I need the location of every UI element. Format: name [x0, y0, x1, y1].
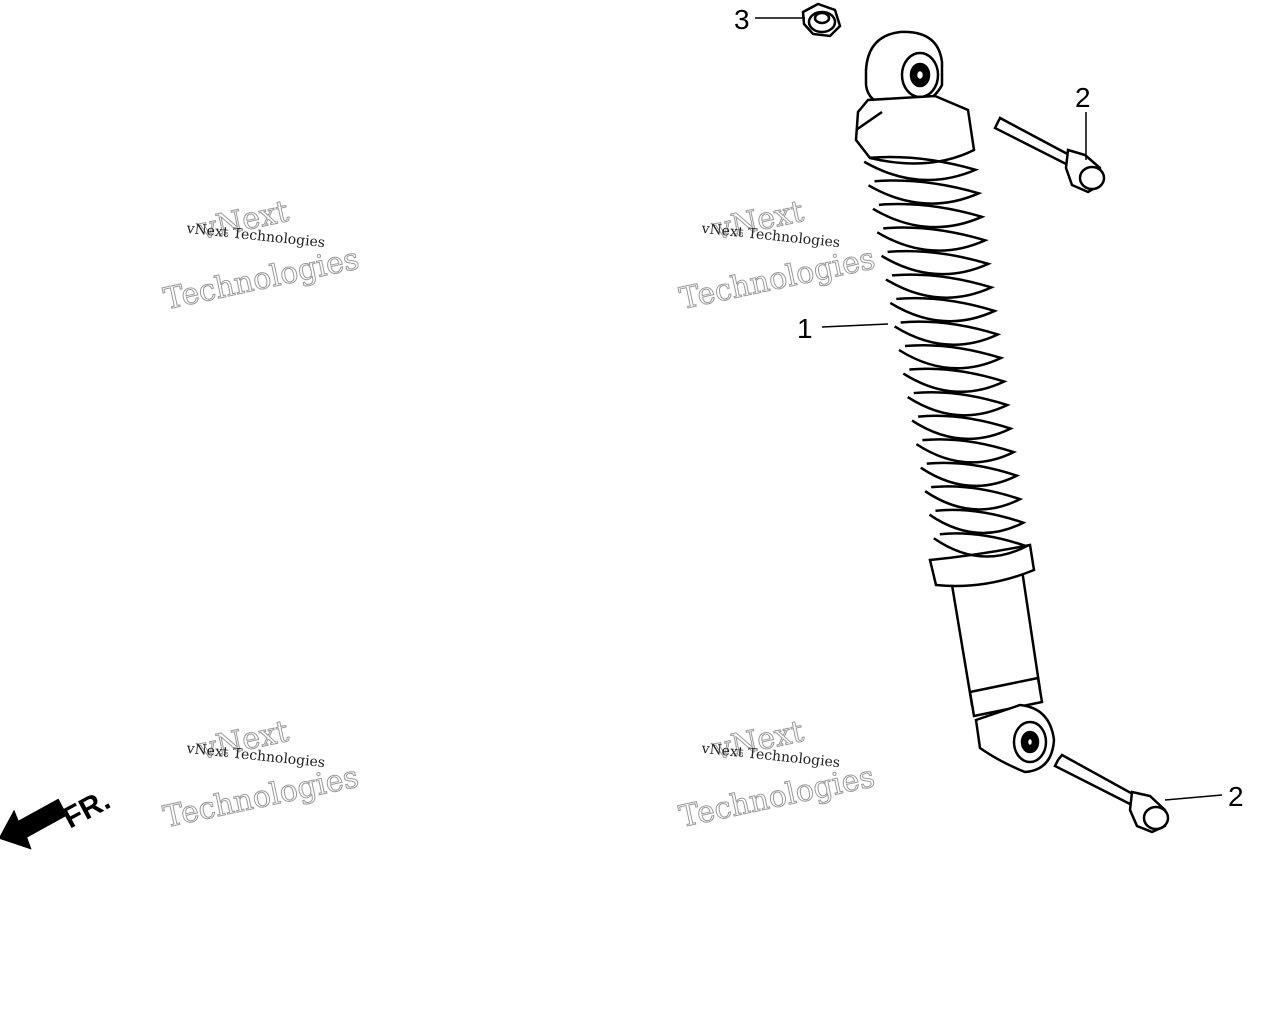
spring-coil	[915, 438, 1018, 464]
spring-coil	[902, 367, 1008, 394]
lower-spring-seat	[928, 543, 1036, 588]
front-direction-arrow-icon: FR.	[0, 783, 116, 850]
leader-lines	[755, 17, 1223, 801]
watermark-big-1b: Technologies	[161, 242, 362, 318]
upper-mount-eye	[864, 30, 944, 110]
bolt-lower	[1053, 753, 1170, 834]
spring-coil	[907, 391, 1011, 417]
watermark-big-4b: Technologies	[676, 759, 877, 835]
watermark-4: vNext vNext Technologies Technologies	[676, 714, 878, 836]
coil-spring	[863, 155, 1030, 558]
spring-coil	[933, 532, 1030, 558]
callout-2-lower: 2	[1228, 781, 1244, 812]
watermark-big-3b: Technologies	[160, 760, 361, 836]
spring-coil	[898, 343, 1005, 370]
watermark-1: vNext vNext Technologies Technologies	[160, 194, 362, 318]
callout-2-upper: 2	[1075, 82, 1091, 113]
spring-coil	[893, 320, 1002, 346]
bolt-upper	[993, 116, 1106, 194]
spring-coil	[924, 485, 1024, 511]
lower-mount-eye	[974, 703, 1056, 774]
spring-coil	[920, 461, 1021, 488]
nut	[801, 2, 842, 38]
spring-coil	[867, 179, 983, 205]
spring-coil	[863, 155, 980, 182]
callout-1: 1	[797, 313, 813, 344]
watermark-2: vNext vNext Technologies Technologies	[676, 194, 878, 318]
spring-coil	[911, 414, 1014, 441]
upper-spring-seat	[854, 94, 976, 165]
watermark-3: vNext vNext Technologies Technologies	[160, 714, 362, 836]
spring-coil	[872, 202, 986, 229]
spring-coil	[928, 508, 1027, 535]
callout-3: 3	[734, 4, 750, 35]
spring-coil	[880, 249, 992, 276]
spring-coil	[885, 273, 996, 299]
front-direction-label: FR.	[58, 783, 116, 835]
spring-coil	[876, 226, 989, 252]
spring-coil	[889, 296, 999, 323]
watermark-big-2b: Technologies	[677, 241, 878, 317]
